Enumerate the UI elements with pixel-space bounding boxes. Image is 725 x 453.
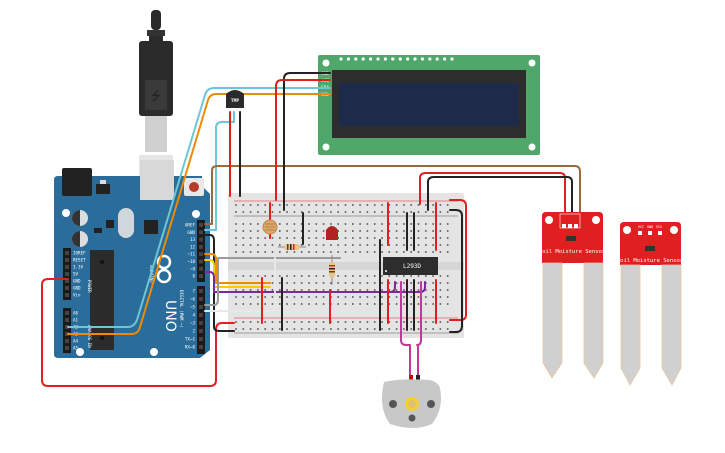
red-led[interactable]: [326, 226, 338, 240]
analog-pin-label: A5: [73, 346, 79, 351]
photoresistor[interactable]: [262, 219, 278, 235]
power-pin-label: 5V: [73, 272, 79, 277]
lcd-header-pin: [354, 57, 358, 61]
lcd-header-pin: [361, 57, 365, 61]
power-pin-label: Vin: [73, 293, 81, 298]
lcd-header-pin: [339, 57, 343, 61]
soil-moisture-sensor-2[interactable]: VCC GND SIG Soil Moisture Sensor: [617, 222, 684, 386]
digital-pin-label: 12: [190, 244, 196, 249]
lcd-i2c-display[interactable]: GND VCC SDA SCL: [318, 55, 540, 155]
digital-pin-label: 2: [192, 329, 195, 334]
lcd-header-pin: [346, 57, 350, 61]
chip-label: L293D: [403, 263, 421, 270]
digital-pin-label: 13: [190, 237, 196, 242]
sensor-2-pin-gnd: GND: [647, 225, 653, 229]
analog-pin-label: A0: [73, 311, 79, 316]
lcd-header-pin: [413, 57, 417, 61]
resistor-1[interactable]: [278, 244, 306, 250]
power-header-title: POWER: [87, 280, 92, 293]
digital-pin-label: ~6: [190, 297, 196, 302]
digital-pin-label: ~3: [190, 321, 196, 326]
tmp-label: TMP: [231, 98, 239, 104]
digital-pin-label: 8: [192, 274, 195, 279]
lcd-screen: [339, 83, 519, 126]
lcd-header-pin: [428, 57, 432, 61]
soil-moisture-sensor-1[interactable]: Soil Moisture Sensor: [539, 212, 606, 379]
lcd-header-pin: [435, 57, 439, 61]
analog-pin-label: A4: [73, 339, 79, 344]
resistor-2[interactable]: [329, 255, 335, 285]
usb-cable: ⭍: [139, 10, 173, 185]
digital-pin-label: 4: [192, 313, 195, 318]
digital-pin-label: 7: [192, 289, 195, 294]
usb-icon: ⭍: [151, 89, 161, 103]
analog-pin-label: A1: [73, 318, 79, 323]
sensor-2-pin-sig: SIG: [656, 225, 662, 229]
digital-header-title: DIGITAL (PWM ~): [179, 290, 184, 328]
wires: [41, 72, 581, 387]
digital-pin-label: ~10: [187, 259, 195, 264]
digital-pin-label: ~5: [190, 305, 196, 310]
digital-pin-label: TX→1: [185, 337, 196, 342]
lcd-header-pin: [369, 57, 373, 61]
digital-pin-label: ~9: [190, 266, 196, 271]
lcd-header-pin: [391, 57, 395, 61]
lcd-header-pin: [383, 57, 387, 61]
board-label: UNO: [162, 300, 178, 332]
digital-pin-label: RX←0: [185, 345, 196, 350]
lcd-header-pin: [398, 57, 402, 61]
power-pin-label: GND: [73, 279, 81, 284]
sensor-2-label: Soil Moisture Sensor: [617, 258, 684, 264]
digital-pin-label: ~11: [187, 252, 195, 257]
digital-pin-label: GND: [187, 230, 195, 235]
lcd-header-pin: [376, 57, 380, 61]
lcd-header-pin: [443, 57, 447, 61]
arduino-logo: [156, 254, 172, 284]
breadboard[interactable]: [228, 193, 464, 338]
lcd-header-pin: [450, 57, 454, 61]
l293d-chip[interactable]: L293D: [383, 257, 438, 275]
power-pin-label: IOREF: [73, 251, 86, 256]
temperature-sensor[interactable]: TMP: [226, 90, 244, 108]
power-pin-label: RESET: [73, 258, 86, 263]
sensor-1-label: Soil Moisture Sensor: [539, 249, 606, 255]
power-pin-label: 3.3V: [73, 265, 84, 270]
lcd-header-pin: [420, 57, 424, 61]
sensor-2-pin-vcc: VCC: [638, 225, 644, 229]
lcd-header-pin: [406, 57, 410, 61]
power-pin-label: GND: [73, 286, 81, 291]
dc-motor[interactable]: [382, 375, 441, 428]
digital-pin-label: AREF: [185, 223, 196, 228]
analog-header-title: ANALOG IN: [87, 325, 92, 348]
reset-button[interactable]: [189, 182, 199, 192]
